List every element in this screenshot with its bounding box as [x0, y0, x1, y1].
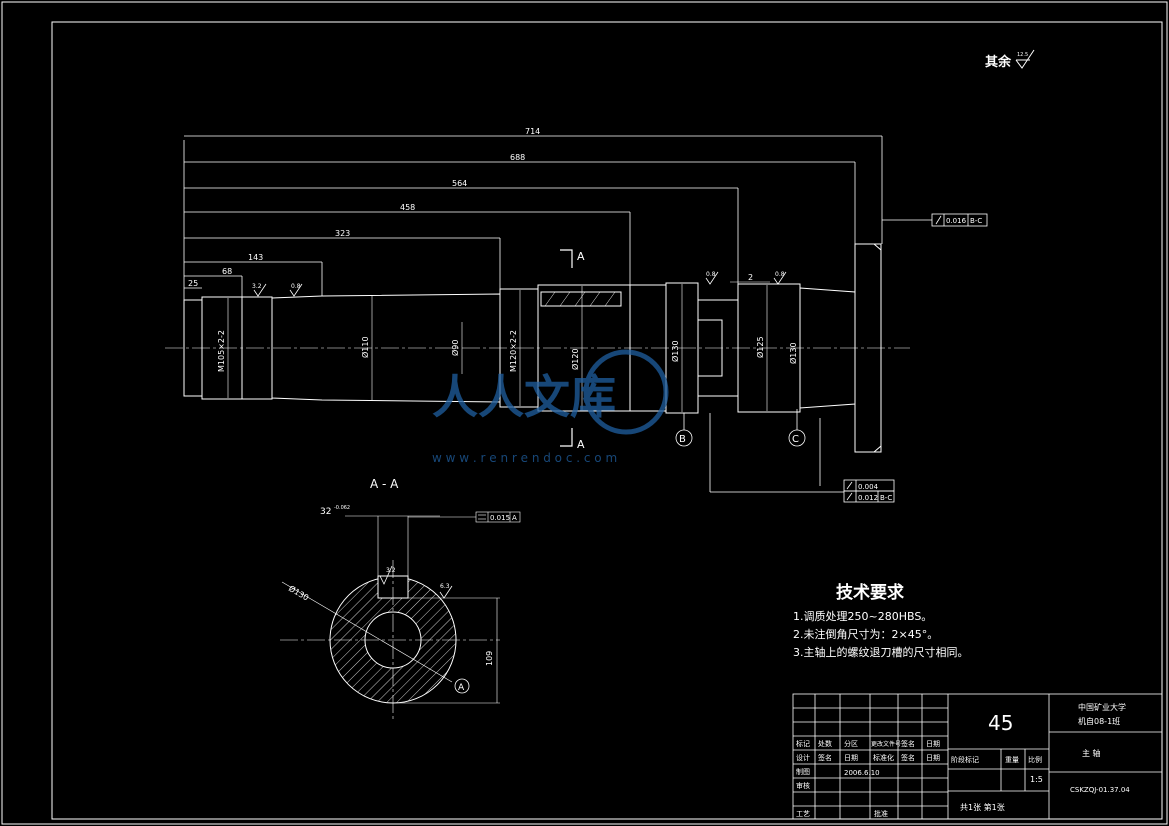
watermark-url: w w w . r e n r e n d o c . c o m: [432, 451, 617, 465]
tb-drawing-no: CSKZQJ-01.37.04: [1070, 786, 1130, 794]
keyway-hatch: [544, 291, 616, 307]
svg-text:处数: 处数: [818, 739, 832, 748]
section-rough-1: 3.2: [386, 567, 396, 574]
dim-68: 68: [222, 267, 232, 276]
section-mark-bottom: A: [577, 438, 585, 451]
rough-0-8-c: 0.8: [775, 271, 785, 278]
svg-text:标准化: 标准化: [873, 753, 894, 762]
svg-text:12.5: 12.5: [1017, 52, 1028, 58]
rough-3-2: 3.2: [252, 283, 262, 290]
svg-text:签名: 签名: [901, 739, 915, 748]
dim-25: 25: [188, 279, 198, 288]
dia-130-a: Ø130: [670, 340, 680, 362]
svg-text:0.016: 0.016: [946, 217, 967, 225]
roughness-symbol-general: 12.5: [1015, 49, 1035, 69]
tolerance-frame-bottom: 0.004 0.012 B-C: [709, 413, 895, 503]
svg-text:共1张 第1张: 共1张 第1张: [960, 802, 1005, 812]
diameter-dims: [227, 284, 801, 412]
dim-323: 323: [335, 229, 350, 238]
dia-130-b: Ø130: [788, 342, 798, 364]
svg-text:日期: 日期: [844, 754, 858, 762]
tech-item-2: 2.未注倒角尺寸为：2×45°。: [793, 627, 938, 641]
tolerance-frame-top: 0.016 B-C: [882, 213, 988, 227]
dim-688: 688: [510, 153, 525, 162]
dia-90: Ø90: [450, 340, 460, 356]
svg-text:重量: 重量: [1005, 756, 1019, 764]
svg-text:签名: 签名: [818, 753, 832, 762]
svg-text:B-C: B-C: [970, 217, 982, 225]
tech-title: 技术要求: [836, 582, 904, 603]
surface-note: 其余: [985, 54, 1012, 70]
keyway-width: 32: [320, 507, 331, 517]
section-depth: 109: [485, 651, 494, 666]
svg-text:更改文件号: 更改文件号: [871, 740, 901, 748]
shaft-outline: [183, 243, 882, 453]
section-rough-2: 6.3: [440, 583, 450, 590]
svg-text:日期: 日期: [926, 740, 940, 748]
svg-text:日期: 日期: [926, 754, 940, 762]
svg-text:工艺: 工艺: [796, 810, 810, 818]
watermark-text: 人人文库: [432, 370, 616, 424]
section-datum-a: A: [458, 683, 465, 693]
dia-125: Ø125: [755, 336, 765, 358]
section-cut-markers: [560, 249, 573, 447]
dimension-lines: [183, 135, 883, 300]
tb-class: 机自08-1班: [1078, 716, 1120, 726]
svg-text:签名: 签名: [901, 753, 915, 762]
rough-0-8-a: 0.8: [291, 283, 301, 290]
tb-scale: 1:5: [1030, 775, 1043, 784]
dia-120: Ø120: [570, 348, 580, 370]
svg-text:C: C: [792, 434, 799, 445]
watermark: 人人文库 w w w . r e n r e n d o c . c o m: [432, 349, 669, 465]
tb-date: 2006.6.10: [844, 769, 880, 777]
keyway-flat-value: 0.015: [490, 514, 510, 522]
roughness-marks: [253, 271, 787, 297]
title-block: [792, 693, 1163, 820]
svg-text:分区: 分区: [844, 739, 858, 748]
svg-text:制图: 制图: [796, 767, 810, 776]
datum-b: B: [675, 413, 693, 447]
dia-m105: M105×2-2: [217, 330, 226, 372]
dim-143: 143: [248, 253, 263, 262]
rough-0-8-b: 0.8: [706, 271, 716, 278]
keyway-flat-ref: A: [512, 514, 517, 522]
dim-714: 714: [525, 127, 540, 136]
dia-110: Ø110: [360, 336, 370, 358]
dim-564: 564: [452, 179, 467, 188]
dim-458: 458: [400, 203, 415, 212]
svg-text:B-C: B-C: [880, 494, 892, 502]
svg-text:批准: 批准: [874, 809, 888, 818]
section-mark-top: A: [577, 250, 585, 263]
section-dia: Ø130: [287, 583, 311, 602]
dim-2: 2: [748, 273, 753, 282]
tb-part-name: 主 轴: [1082, 748, 1101, 758]
tech-item-1: 1.调质处理250~280HBS。: [793, 610, 932, 623]
datum-c: C: [788, 409, 806, 447]
keyway-tol: -0.062: [334, 505, 350, 511]
section-view: [280, 511, 521, 720]
svg-text:标记: 标记: [796, 739, 810, 748]
svg-text:审核: 审核: [796, 781, 810, 790]
dia-m120: M120×2-2: [509, 330, 518, 372]
tb-school: 中国矿业大学: [1078, 702, 1126, 712]
svg-text:比例: 比例: [1028, 755, 1042, 764]
section-title: A - A: [370, 477, 399, 491]
svg-text:设计: 设计: [796, 753, 810, 762]
svg-text:阶段标记: 阶段标记: [951, 755, 979, 764]
tb-material: 45: [988, 711, 1013, 735]
tech-item-3: 3.主轴上的螺纹退刀槽的尺寸相同。: [793, 645, 969, 659]
svg-text:0.012: 0.012: [858, 494, 878, 502]
svg-text:0.004: 0.004: [858, 483, 879, 491]
svg-text:B: B: [679, 434, 686, 445]
inner-border: [51, 21, 1163, 820]
